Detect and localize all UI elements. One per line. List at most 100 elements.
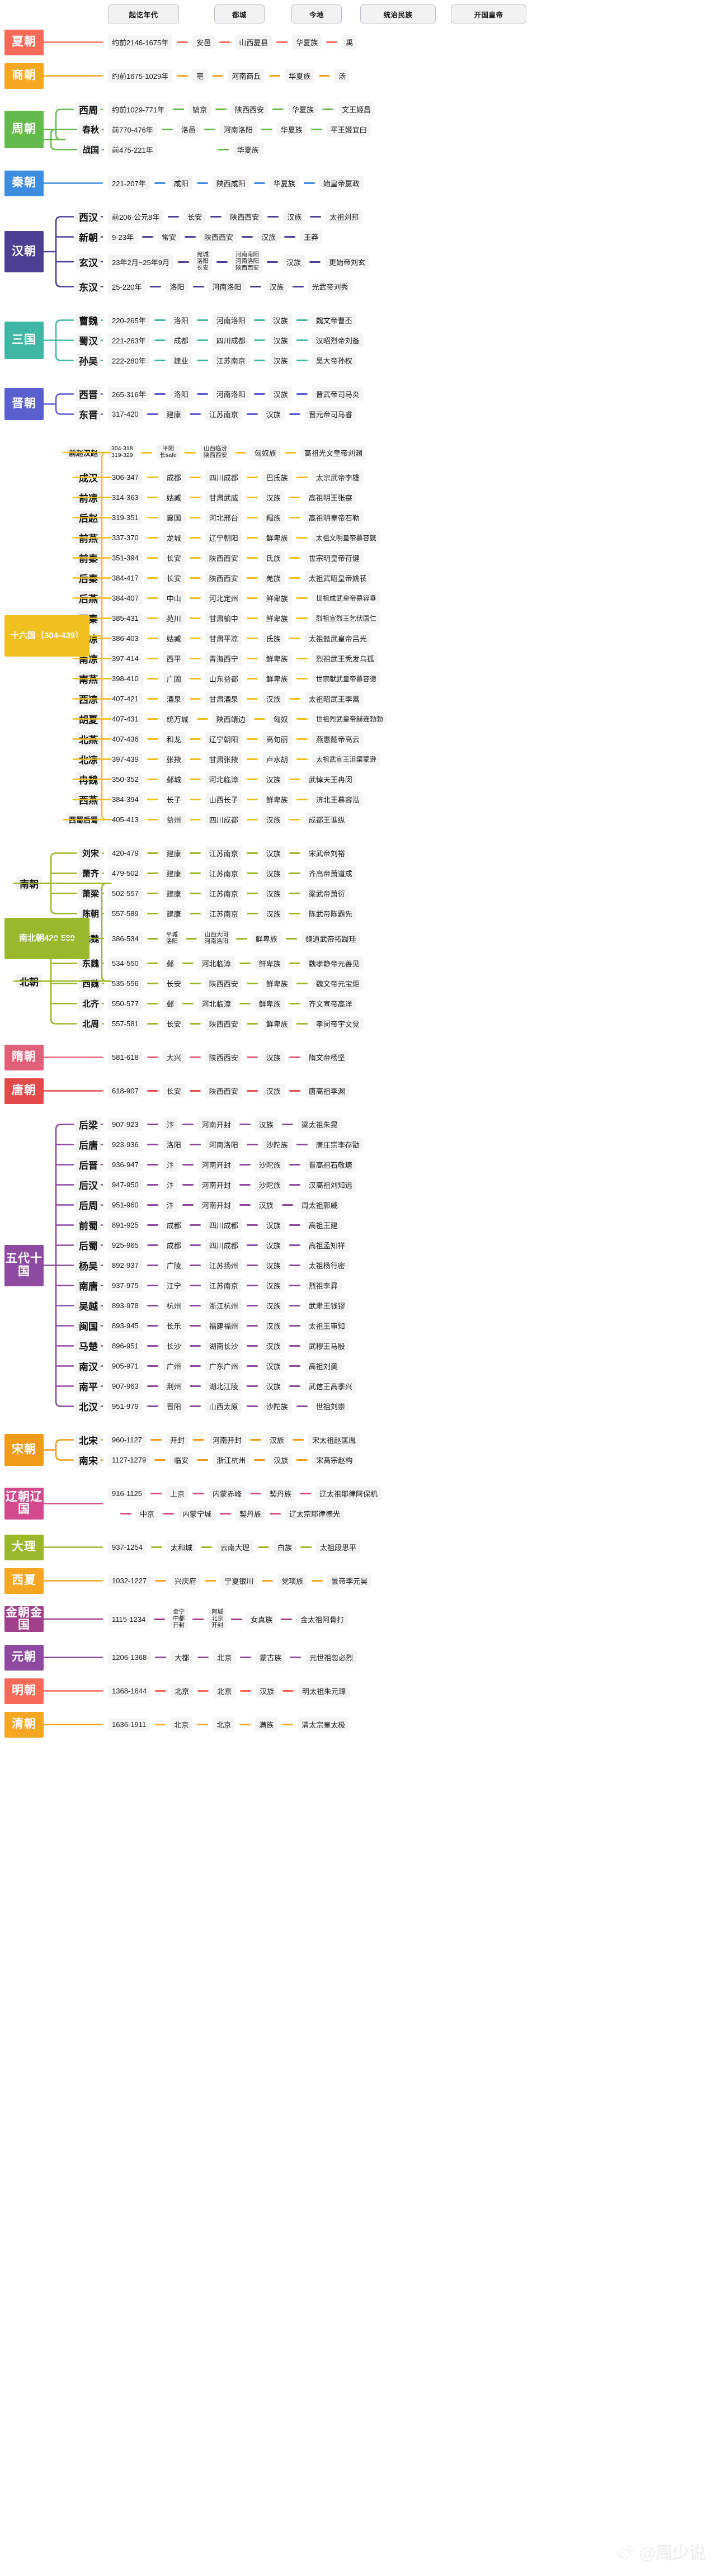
connector-dash: [289, 1056, 300, 1058]
connector-dash: [189, 1056, 201, 1058]
connector-dash: [296, 1459, 308, 1461]
timeline-row: 前206-公元8年长安陕西西安汉族太祖刘邦: [108, 209, 363, 224]
sub-era-label: 后秦: [76, 570, 101, 586]
connector-dash: [239, 1003, 251, 1004]
connector-dash: [239, 963, 251, 964]
cell-modern: 江苏扬州: [205, 1258, 242, 1272]
cell-founder: 济北王慕容泓: [312, 792, 364, 806]
connector-dash: [246, 497, 258, 498]
connector-dash: [147, 1265, 158, 1266]
cell-modern: 河北临漳: [197, 956, 235, 970]
connector-dash: [246, 1244, 258, 1246]
connector-dash: [253, 319, 265, 321]
cell-modern: 湖北江陵: [205, 1379, 242, 1393]
connector-dash: [319, 75, 331, 77]
sub-era-label: 西晋: [76, 386, 101, 402]
cell-years: 557-589: [108, 907, 143, 920]
connector-dash: [147, 1325, 158, 1327]
cell-capital: 建康: [162, 846, 185, 860]
connector-dash: [182, 963, 194, 964]
era-block: 周朝: [4, 110, 44, 149]
cell-ethnicity: 满族: [255, 1718, 278, 1732]
cell-ethnicity: 沙陀族: [262, 1399, 292, 1413]
connector-dash: [147, 1164, 158, 1166]
sub-era-label: 东汉: [76, 279, 101, 294]
connector-dash: [296, 597, 308, 599]
cell-modern: 山西夏县: [235, 35, 272, 49]
cell-ethnicity: 白族: [273, 1540, 296, 1554]
cell-ethnicity: 鲜卑族: [262, 976, 292, 990]
connector-dash: [246, 678, 258, 680]
connector-dash: [289, 1090, 300, 1092]
connector-dash: [272, 108, 284, 110]
connector-dash: [210, 216, 222, 218]
timeline-row: 中京内蒙宁城契丹族辽太宗耶律德光: [108, 1506, 345, 1521]
connector-dash: [154, 339, 166, 341]
cell-capital: 临安: [170, 1453, 193, 1467]
connector-dash: [196, 182, 208, 184]
cell-modern: 陕西西安: [205, 1050, 242, 1064]
era-block: 晋朝: [4, 388, 44, 420]
connector-dash: [296, 1144, 308, 1145]
cell-capital: 北京: [171, 1684, 194, 1698]
connector-dash: [250, 1439, 262, 1441]
sub-era-label: 闽国: [76, 1318, 101, 1333]
connector-dash: [189, 872, 201, 874]
cell-years: 892-937: [108, 1259, 143, 1272]
connector-dash: [196, 339, 208, 341]
connector-dash: [296, 339, 308, 341]
connector-dash: [246, 1285, 258, 1286]
connector-dash: [189, 1385, 201, 1387]
cell-years: 951-979: [108, 1400, 143, 1413]
connector-dash: [303, 182, 315, 184]
cell-modern: 辽宁朝阳: [205, 531, 242, 545]
cell-years: 1115-1234: [108, 1613, 150, 1625]
connector-dash: [289, 893, 300, 894]
cell-years: 23年2月~25年9月: [108, 254, 173, 269]
cell-modern: 河北临漳: [205, 772, 242, 786]
connector-dash: [189, 597, 201, 599]
connector-dash: [246, 413, 258, 415]
cell-years: 916-1125: [108, 1487, 146, 1500]
connector-dash: [177, 261, 189, 263]
connector-dash: [197, 1657, 209, 1658]
connector-dash: [185, 937, 197, 940]
connector-dash: [189, 799, 201, 800]
cell-capital: 长乐: [162, 1319, 185, 1333]
cell-modern: 四川成都: [205, 1218, 242, 1232]
sub-era-label: 成汉: [76, 470, 101, 485]
connector-dash: [322, 108, 333, 110]
connector-dash: [147, 937, 158, 940]
connector-dash: [147, 476, 158, 478]
sub-era-label: 陈朝: [79, 907, 102, 921]
cell-capital: 汴: [162, 1117, 178, 1131]
cell-capital: 姑臧: [162, 631, 185, 645]
cell-modern: 河南开封: [197, 1117, 235, 1131]
cell-ethnicity: 汉族: [269, 313, 292, 327]
cell-capital: 广州: [162, 1359, 185, 1373]
cell-founder: 唐高祖李渊: [304, 1084, 349, 1098]
cell-ethnicity: 汉族: [262, 692, 285, 706]
cell-years: 397-414: [108, 652, 143, 665]
cell-modern: 河北临漳: [197, 997, 235, 1011]
sub-era-label: 东魏: [79, 956, 102, 970]
cell-capital: 成都: [162, 1218, 185, 1232]
connector-dash: [246, 537, 258, 539]
cell-founder: 汤: [335, 69, 350, 83]
sub-era-label: 南唐: [76, 1278, 101, 1293]
cell-years: 约前1029-771年: [108, 102, 168, 116]
connector-dash: [182, 1164, 194, 1166]
cell-capital: 邺: [162, 997, 178, 1011]
connector-dash: [289, 913, 300, 914]
